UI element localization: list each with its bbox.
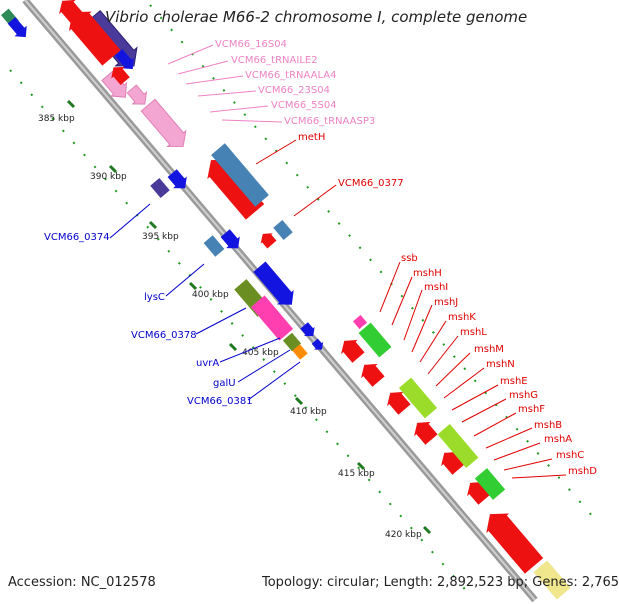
gene-label: galU bbox=[213, 378, 236, 389]
gene-label: VCM66_0381 bbox=[187, 396, 253, 407]
gene-label: mshC bbox=[556, 450, 584, 461]
accession-text: Accession: NC_012578 bbox=[8, 575, 156, 590]
tick-label: 415 kbp bbox=[338, 469, 375, 479]
genes-reverse-strand bbox=[59, 0, 544, 574]
gene-arrow bbox=[253, 261, 294, 305]
gene-label: mshL bbox=[460, 327, 487, 338]
gene-block bbox=[250, 295, 294, 341]
gene-label: uvrA bbox=[196, 358, 219, 369]
gene-label: mshD bbox=[568, 466, 597, 477]
gene-arrow-reverse bbox=[260, 233, 277, 249]
gene-label: mshF bbox=[518, 404, 545, 415]
gene-label: VCM66_0377 bbox=[338, 178, 404, 189]
leader-lines-blue bbox=[109, 203, 301, 401]
gene-arrow bbox=[7, 17, 27, 38]
labels-red: metH VCM66_0377 ssb mshH mshI mshJ mshK … bbox=[298, 132, 597, 477]
gene-label: VCM66_tRNAASP3 bbox=[284, 116, 375, 127]
gene-block bbox=[533, 560, 571, 600]
genome-summary-text: Topology: circular; Length: 2,892,523 bp… bbox=[262, 575, 619, 590]
genes-inner-track bbox=[211, 143, 571, 600]
gene-arrow-reverse bbox=[341, 339, 365, 363]
gene-arrow-reverse bbox=[414, 421, 438, 445]
gene-arrow-reverse bbox=[207, 159, 265, 220]
gene-label: VCM66_23S04 bbox=[258, 85, 330, 96]
gene-label: mshJ bbox=[434, 297, 458, 308]
gene-arrow-reverse bbox=[361, 363, 385, 387]
gene-label: VCM66_16S04 bbox=[215, 39, 287, 50]
gene-block bbox=[437, 424, 479, 468]
gene-label: mshB bbox=[534, 420, 562, 431]
tick-label: 410 kbp bbox=[290, 407, 327, 417]
gene-block bbox=[150, 178, 170, 198]
gene-label: VCM66_tRNAILE2 bbox=[231, 55, 318, 66]
gene-arrow bbox=[300, 322, 315, 337]
gene-block bbox=[352, 314, 368, 330]
gene-label: VCM66_5S04 bbox=[271, 100, 337, 111]
tick-marks bbox=[66, 99, 432, 535]
tick-label: 400 kbp bbox=[192, 290, 229, 300]
gene-arrow-reverse bbox=[486, 513, 544, 574]
tick-label: 405 kbp bbox=[242, 348, 279, 358]
gene-block bbox=[398, 377, 438, 419]
gene-arrow-reverse bbox=[68, 11, 121, 66]
gene-label: mshM bbox=[474, 344, 504, 355]
gene-label: mshI bbox=[424, 282, 448, 293]
gene-label: mshG bbox=[509, 390, 538, 401]
labels-blue: VCM66_0374 lysC VCM66_0378 uvrA galU VCM… bbox=[44, 232, 253, 407]
gene-label: mshN bbox=[486, 359, 515, 370]
gene-label: metH bbox=[298, 132, 325, 143]
leader-lines-rna bbox=[167, 44, 283, 123]
gene-block bbox=[282, 332, 302, 352]
genome-map-canvas: 385 kbp 390 kbp 395 kbp 400 kbp 405 kbp … bbox=[1, 0, 601, 603]
gene-label: VCM66_0378 bbox=[131, 330, 197, 341]
gene-arrow bbox=[311, 338, 324, 350]
gene-arrow bbox=[114, 49, 134, 70]
gene-label: mshE bbox=[500, 376, 528, 387]
page-title: Vibrio cholerae M66-2 chromosome I, comp… bbox=[105, 8, 528, 26]
gene-block bbox=[211, 143, 269, 207]
gene-label: VCM66_0374 bbox=[44, 232, 110, 243]
tick-label: 385 kbp bbox=[38, 114, 75, 124]
gene-label: mshH bbox=[413, 268, 442, 279]
gene-rna-arrow bbox=[126, 84, 148, 105]
gene-arrow bbox=[220, 229, 240, 249]
gene-block bbox=[474, 468, 506, 500]
gene-arrow-reverse bbox=[387, 391, 411, 415]
gene-block bbox=[203, 235, 225, 257]
tick-label: 420 kbp bbox=[385, 530, 422, 540]
tick-label: 395 kbp bbox=[142, 232, 179, 242]
gene-block bbox=[273, 220, 293, 240]
gene-rna-arrow bbox=[140, 98, 187, 147]
tick-label: 390 kbp bbox=[90, 172, 127, 182]
gene-rna-arrow bbox=[101, 70, 128, 98]
labels-rna: VCM66_16S04 VCM66_tRNAILE2 VCM66_tRNAALA… bbox=[215, 39, 375, 127]
gene-block bbox=[358, 322, 392, 358]
tick-labels: 385 kbp 390 kbp 395 kbp 400 kbp 405 kbp … bbox=[38, 114, 422, 540]
gene-arrow-reverse bbox=[111, 66, 130, 85]
gene-block bbox=[292, 344, 308, 360]
leader-lines-red bbox=[255, 139, 567, 479]
gene-label: mshK bbox=[448, 312, 476, 323]
genes-forward-strand bbox=[1, 8, 324, 360]
gene-label: mshA bbox=[544, 434, 572, 445]
gene-label: lysC bbox=[144, 292, 165, 303]
gene-label: ssb bbox=[401, 253, 418, 264]
gene-label: VCM66_tRNAALA4 bbox=[245, 70, 337, 81]
gene-arrow bbox=[167, 169, 187, 189]
